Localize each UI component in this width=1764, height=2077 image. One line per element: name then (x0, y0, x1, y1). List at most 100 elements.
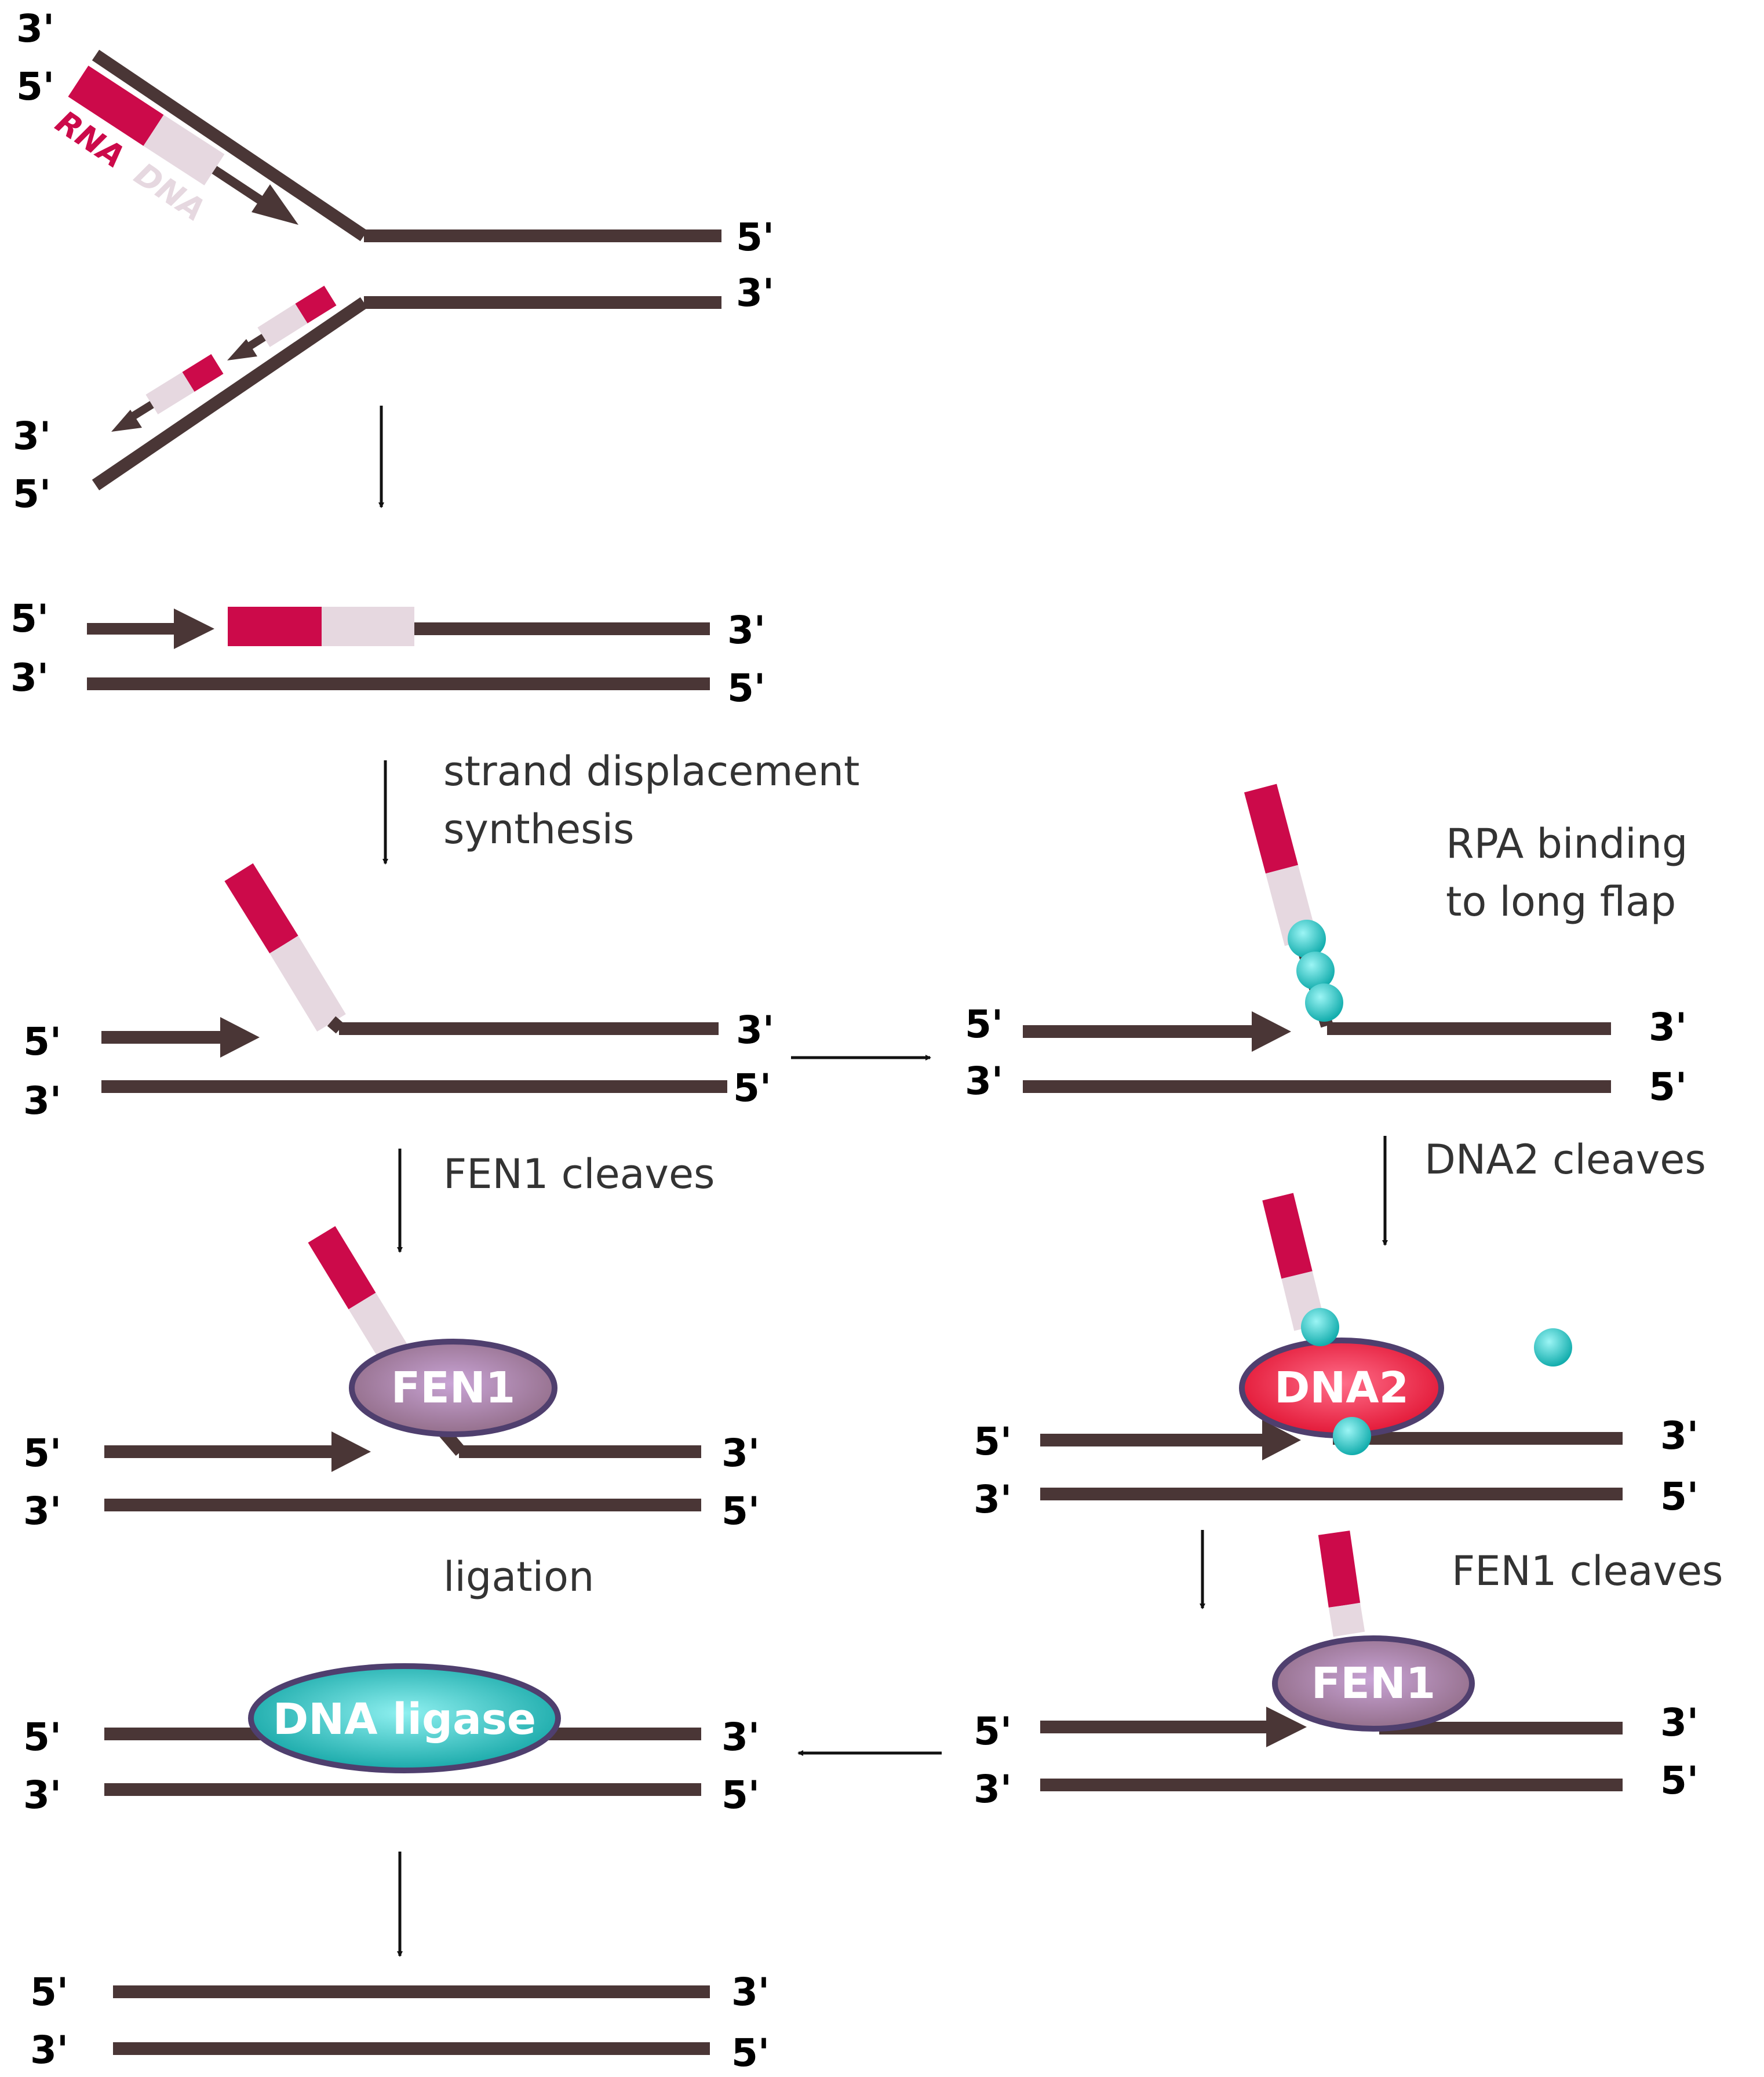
dna2-label: DNA2 (1274, 1363, 1409, 1413)
end-label-5prime: 5' (1660, 1758, 1699, 1803)
fork-upper-arm (92, 49, 368, 242)
rpa-protein (1288, 920, 1326, 958)
dna-ligase-enzyme: DNA ligase (248, 1663, 561, 1773)
end-label-3prime: 3' (965, 1059, 1003, 1103)
flap-rna-segment (1262, 1193, 1313, 1279)
end-label-5prime: 5' (13, 472, 51, 516)
end-label-5prime: 5' (1660, 1474, 1699, 1519)
step-label-rpa-binding: RPA binding (1446, 820, 1688, 868)
lagging-rna-primer-2 (182, 354, 224, 392)
end-label-5prime: 5' (731, 2031, 770, 2075)
leading-synthesis-arrowhead (252, 184, 298, 225)
end-label-3prime: 3' (736, 1008, 774, 1052)
ligated-duplex-panel: 5' 3' 3' 5' (30, 1970, 770, 2075)
end-label-3prime: 3' (1660, 1700, 1699, 1745)
end-label-5prime: 5' (23, 1715, 61, 1759)
rpa-protein-released (1534, 1328, 1572, 1367)
flap-dna-segment (348, 1292, 408, 1362)
synthesis-arrowhead (1252, 1011, 1291, 1052)
step-label-dna2-cleaves: DNA2 cleaves (1424, 1136, 1706, 1183)
fen1-label: FEN1 (391, 1363, 516, 1413)
end-label-5prime: 5' (721, 1773, 760, 1817)
end-label-3prime: 3' (16, 6, 54, 51)
step-label-ligation: ligation (443, 1553, 594, 1601)
end-label-3prime: 3' (13, 414, 51, 458)
step-label-fen1-cleaves: FEN1 cleaves (1452, 1547, 1723, 1595)
end-label-3prime: 3' (1649, 1005, 1687, 1050)
end-label-5prime: 5' (16, 64, 54, 109)
end-label-3prime: 3' (23, 1489, 61, 1533)
dna-ligase-enzyme-body (248, 1663, 561, 1773)
end-label-3prime: 3' (23, 1078, 61, 1123)
fen1-second-cleavage-panel: 5' 3' FEN1 3' 5' (974, 1531, 1699, 1812)
end-label-5prime: 5' (30, 1970, 68, 2014)
synthesis-arrowhead (1266, 1707, 1307, 1747)
rpa-protein (1296, 952, 1335, 990)
synthesis-arrowhead (331, 1431, 371, 1472)
end-label-3prime: 3' (974, 1477, 1012, 1522)
end-label-5prime: 5' (23, 1019, 61, 1064)
rpa-protein (1301, 1308, 1339, 1346)
step-label-synthesis: synthesis (443, 806, 635, 853)
end-label-3prime: 3' (721, 1715, 760, 1759)
end-label-5prime: 5' (10, 596, 49, 641)
synthesis-arrowhead (174, 608, 214, 649)
rpa-protein (1305, 983, 1343, 1022)
fen1-cleavage-panel: 5' 3' FEN1 3' 5' (23, 1226, 760, 1533)
dna-ligase-label: DNA ligase (273, 1695, 536, 1744)
lagging-dna-primer-2 (145, 371, 195, 415)
end-label-3prime: 3' (23, 1773, 61, 1817)
flap-rna-segment (308, 1226, 376, 1310)
end-label-3prime: 3' (10, 655, 49, 700)
lagging-rna-primer-1 (295, 286, 337, 323)
dna-primer-block (322, 607, 414, 646)
fen1-enzyme-body (1272, 1635, 1475, 1732)
ligation-panel: 5' 3' DNA ligase 3' 5' (23, 1663, 760, 1817)
lagging-fragment-arrowhead-1 (227, 339, 257, 360)
flap-rna-segment (224, 863, 298, 954)
end-label-5prime: 5' (733, 1066, 771, 1110)
end-label-3prime: 3' (721, 1431, 760, 1475)
primed-template-panel: 5' 3' 3' 5' (10, 596, 766, 710)
end-label-3prime: 3' (30, 2028, 68, 2072)
flap-base (327, 1016, 345, 1034)
end-label-3prime: 3' (1660, 1413, 1699, 1458)
end-label-3prime: 3' (727, 608, 766, 653)
fen1-enzyme: FEN1 (1272, 1635, 1475, 1732)
rpa-protein (1333, 1417, 1371, 1455)
rpa-panel: 5' 3' RPA binding to long flap 3' 5' (965, 784, 1688, 1109)
flap-dna-segment (269, 935, 346, 1032)
end-label-3prime: 3' (736, 271, 774, 315)
flap-rna-segment (1244, 784, 1299, 874)
step-label-strand-displacement: strand displacement (443, 748, 859, 795)
dna2-cleavage-panel: 5' 3' DNA2 3' 5' (974, 1193, 1699, 1522)
rna-primer-segment (68, 65, 164, 146)
lagging-dna-primer-1 (257, 304, 308, 347)
step-label-long-flap: to long flap (1446, 878, 1676, 925)
synthesis-arrowhead (1262, 1420, 1301, 1460)
lagging-fragment-arrowhead-2 (111, 410, 142, 432)
fen1-enzyme: FEN1 (349, 1339, 557, 1437)
end-label-5prime: 5' (974, 1419, 1012, 1464)
fen1-enzyme-body (349, 1339, 557, 1437)
end-label-5prime: 5' (727, 666, 766, 710)
end-label-5prime: 5' (974, 1709, 1012, 1754)
end-label-5prime: 5' (736, 215, 774, 260)
dna2-enzyme: DNA2 (1239, 1338, 1444, 1438)
end-label-5prime: 5' (721, 1489, 760, 1533)
rna-primer-block (228, 607, 322, 646)
flap-rna-segment (1318, 1531, 1361, 1608)
fen1-label: FEN1 (1311, 1659, 1436, 1708)
step-label-fen1-cleaves: FEN1 cleaves (443, 1150, 715, 1198)
synthesis-arrowhead (220, 1017, 260, 1058)
flap-panel: 5' 3' 3' 5' (23, 863, 774, 1123)
end-label-3prime: 3' (974, 1767, 1012, 1812)
end-label-5prime: 5' (1649, 1065, 1687, 1109)
end-label-5prime: 5' (965, 1002, 1003, 1047)
end-label-5prime: 5' (23, 1431, 61, 1475)
flap-dna-segment (1328, 1602, 1365, 1637)
replication-fork-panel: 3' 5' 5' 3' 3' 5' RNA DNA (13, 6, 774, 516)
end-label-3prime: 3' (731, 1970, 770, 2014)
dna-primer-segment (143, 115, 225, 185)
